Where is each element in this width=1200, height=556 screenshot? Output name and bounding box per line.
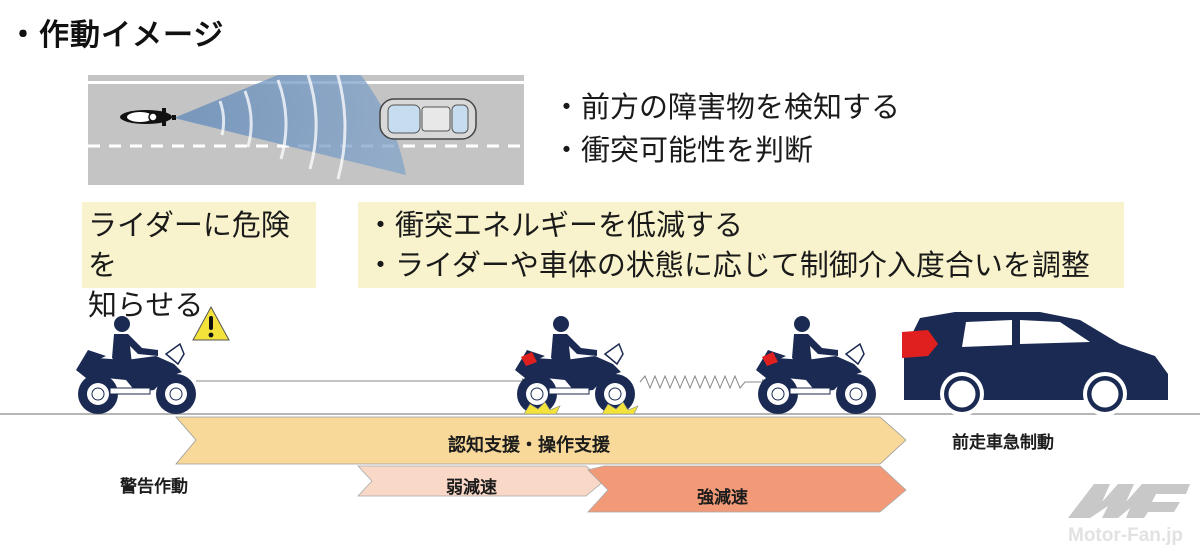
radar-road-illustration: [88, 50, 524, 185]
detection-description: ・前方の障害物を検知する ・衝突可能性を判断: [552, 86, 900, 172]
strong-decel-label: 強減速: [697, 488, 748, 508]
warning-triangle-icon: [192, 305, 230, 341]
warning-activation-label: 警告作動: [120, 477, 188, 497]
support-phase-label: 認知支援・操作支援: [448, 435, 610, 456]
detection-line-obstacle: ・前方の障害物を検知する: [552, 90, 901, 124]
strong-decel-band: [587, 465, 907, 513]
weak-decel-band: [357, 465, 605, 497]
motorcycle-decelerating-icon: [755, 315, 877, 415]
watermark-text: Motor-Fan.jp: [1068, 525, 1184, 546]
warning-note: ライダーに危険を 知らせる: [82, 202, 316, 322]
mf-logo-icon: [1068, 484, 1190, 518]
motorcycle-braking-icon: [514, 315, 636, 415]
front-vehicle-braking-label: 前走車急制動: [952, 433, 1054, 453]
weak-decel-label: 弱減速: [446, 478, 497, 498]
braking-note-line: ・ライダーや車体の状態に応じて制御介入度合いを調整: [366, 248, 1090, 282]
detection-line-collision: ・衝突可能性を判断: [552, 133, 814, 167]
watermark-logo: Motor-Fan.jp: [1060, 470, 1200, 552]
braking-note-line: ・衝突エネルギーを低減する: [366, 208, 744, 242]
warning-note-line: ライダーに危険を: [88, 208, 290, 282]
motorcycle-cruising-icon: [75, 315, 197, 415]
braking-note: ・衝突エネルギーを低減する ・ライダーや車体の状態に応じて制御介入度合いを調整: [358, 202, 1124, 288]
side-view-scene: [0, 295, 1200, 435]
car-top-icon: [379, 98, 477, 140]
phase-bands: [0, 410, 1200, 552]
motorcycle-top-icon: [120, 108, 176, 126]
support-phase-band: [175, 416, 907, 465]
warning-note-line: 知らせる: [88, 288, 204, 322]
page-title: ・作動イメージ: [8, 18, 225, 53]
front-car-icon: [902, 312, 1168, 416]
